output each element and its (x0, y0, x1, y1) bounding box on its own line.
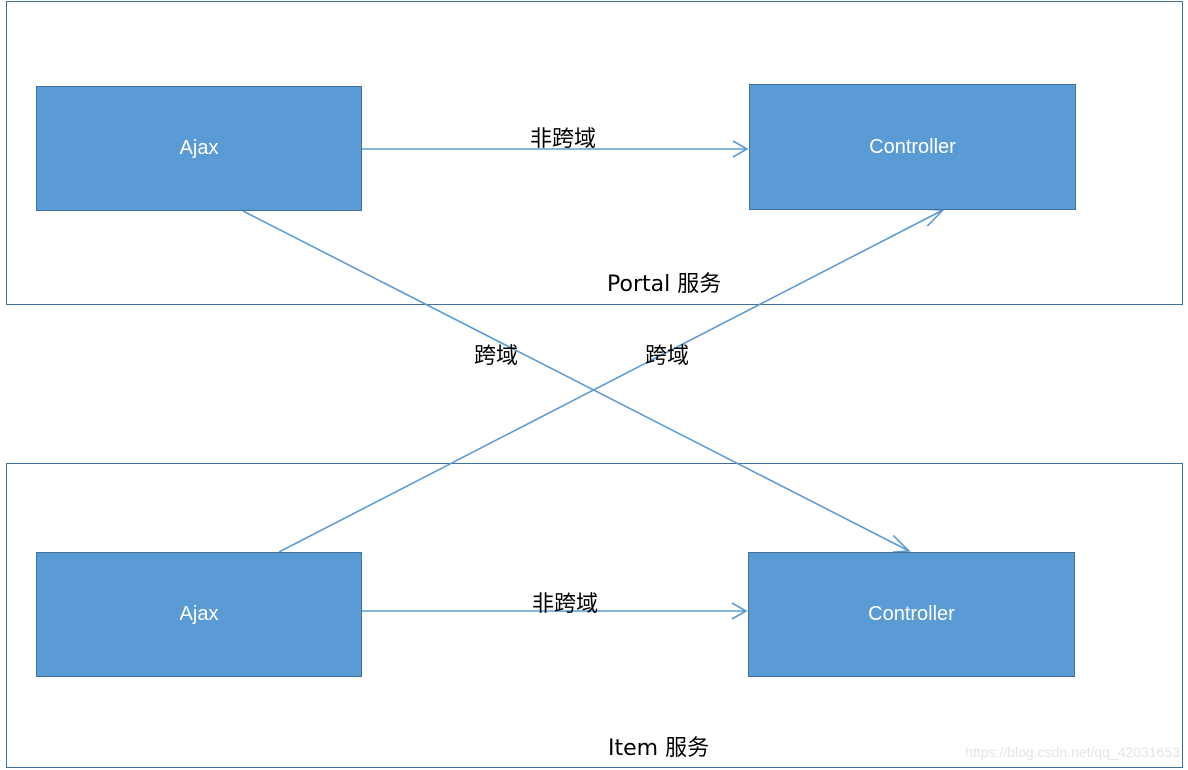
portal-ajax-node: Ajax (36, 86, 362, 211)
item-service-frame (6, 463, 1183, 768)
portal-controller-label: Controller (869, 135, 956, 158)
item-ajax-label: Ajax (179, 603, 219, 625)
cross-edge-label-left: 跨域 (474, 344, 519, 369)
edge-item-ajax-to-portal-controller (278, 209, 944, 553)
arrowhead-item-controller-cross (892, 534, 911, 553)
cross-edge-label-right: 跨域 (645, 344, 690, 369)
item-controller-node: Controller (748, 552, 1075, 677)
watermark: https://blog.csdn.net/qq_42031653 (965, 744, 1180, 760)
portal-ajax-label: Ajax (179, 137, 219, 159)
item-service-label: Item 服务 (608, 736, 710, 761)
arrowhead-portal-controller (732, 140, 749, 158)
portal-controller-node: Controller (749, 84, 1076, 210)
portal-service-frame (6, 1, 1183, 305)
portal-service-label: Portal 服务 (607, 272, 722, 297)
arrowhead-item-controller (731, 602, 748, 620)
portal-edge-label: 非跨域 (530, 127, 597, 152)
edge-portal-ajax-to-item-controller (242, 210, 910, 552)
item-controller-label: Controller (868, 603, 955, 625)
item-ajax-node: Ajax (36, 552, 362, 677)
item-edge-label: 非跨域 (532, 592, 599, 617)
